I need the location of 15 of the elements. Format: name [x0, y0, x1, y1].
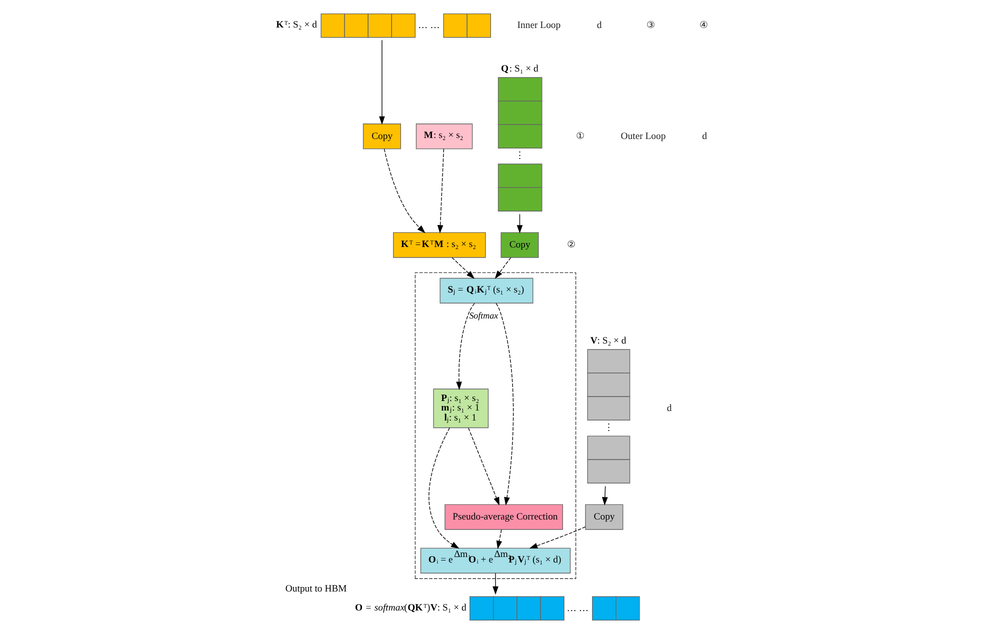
label: ①	[576, 130, 586, 142]
node-label: O = softmax(QKᵀ)V: S₁ × d	[354, 602, 466, 614]
label: d	[596, 20, 602, 32]
label: d	[666, 402, 672, 414]
node-label: Output to HBM	[285, 583, 347, 594]
label: ③	[646, 20, 656, 32]
label: Outer Loop	[620, 130, 666, 142]
edge-label: Softmax	[469, 310, 498, 321]
node-label: V: S₂ × d	[590, 335, 626, 346]
label: ②	[567, 240, 576, 251]
label: ④	[699, 20, 708, 32]
node-label: Q: S₁ × d	[501, 63, 538, 74]
label: d	[702, 130, 707, 142]
node-label: Kᵀ: S₂ × d	[276, 19, 317, 30]
label: Inner Loop	[517, 20, 561, 32]
